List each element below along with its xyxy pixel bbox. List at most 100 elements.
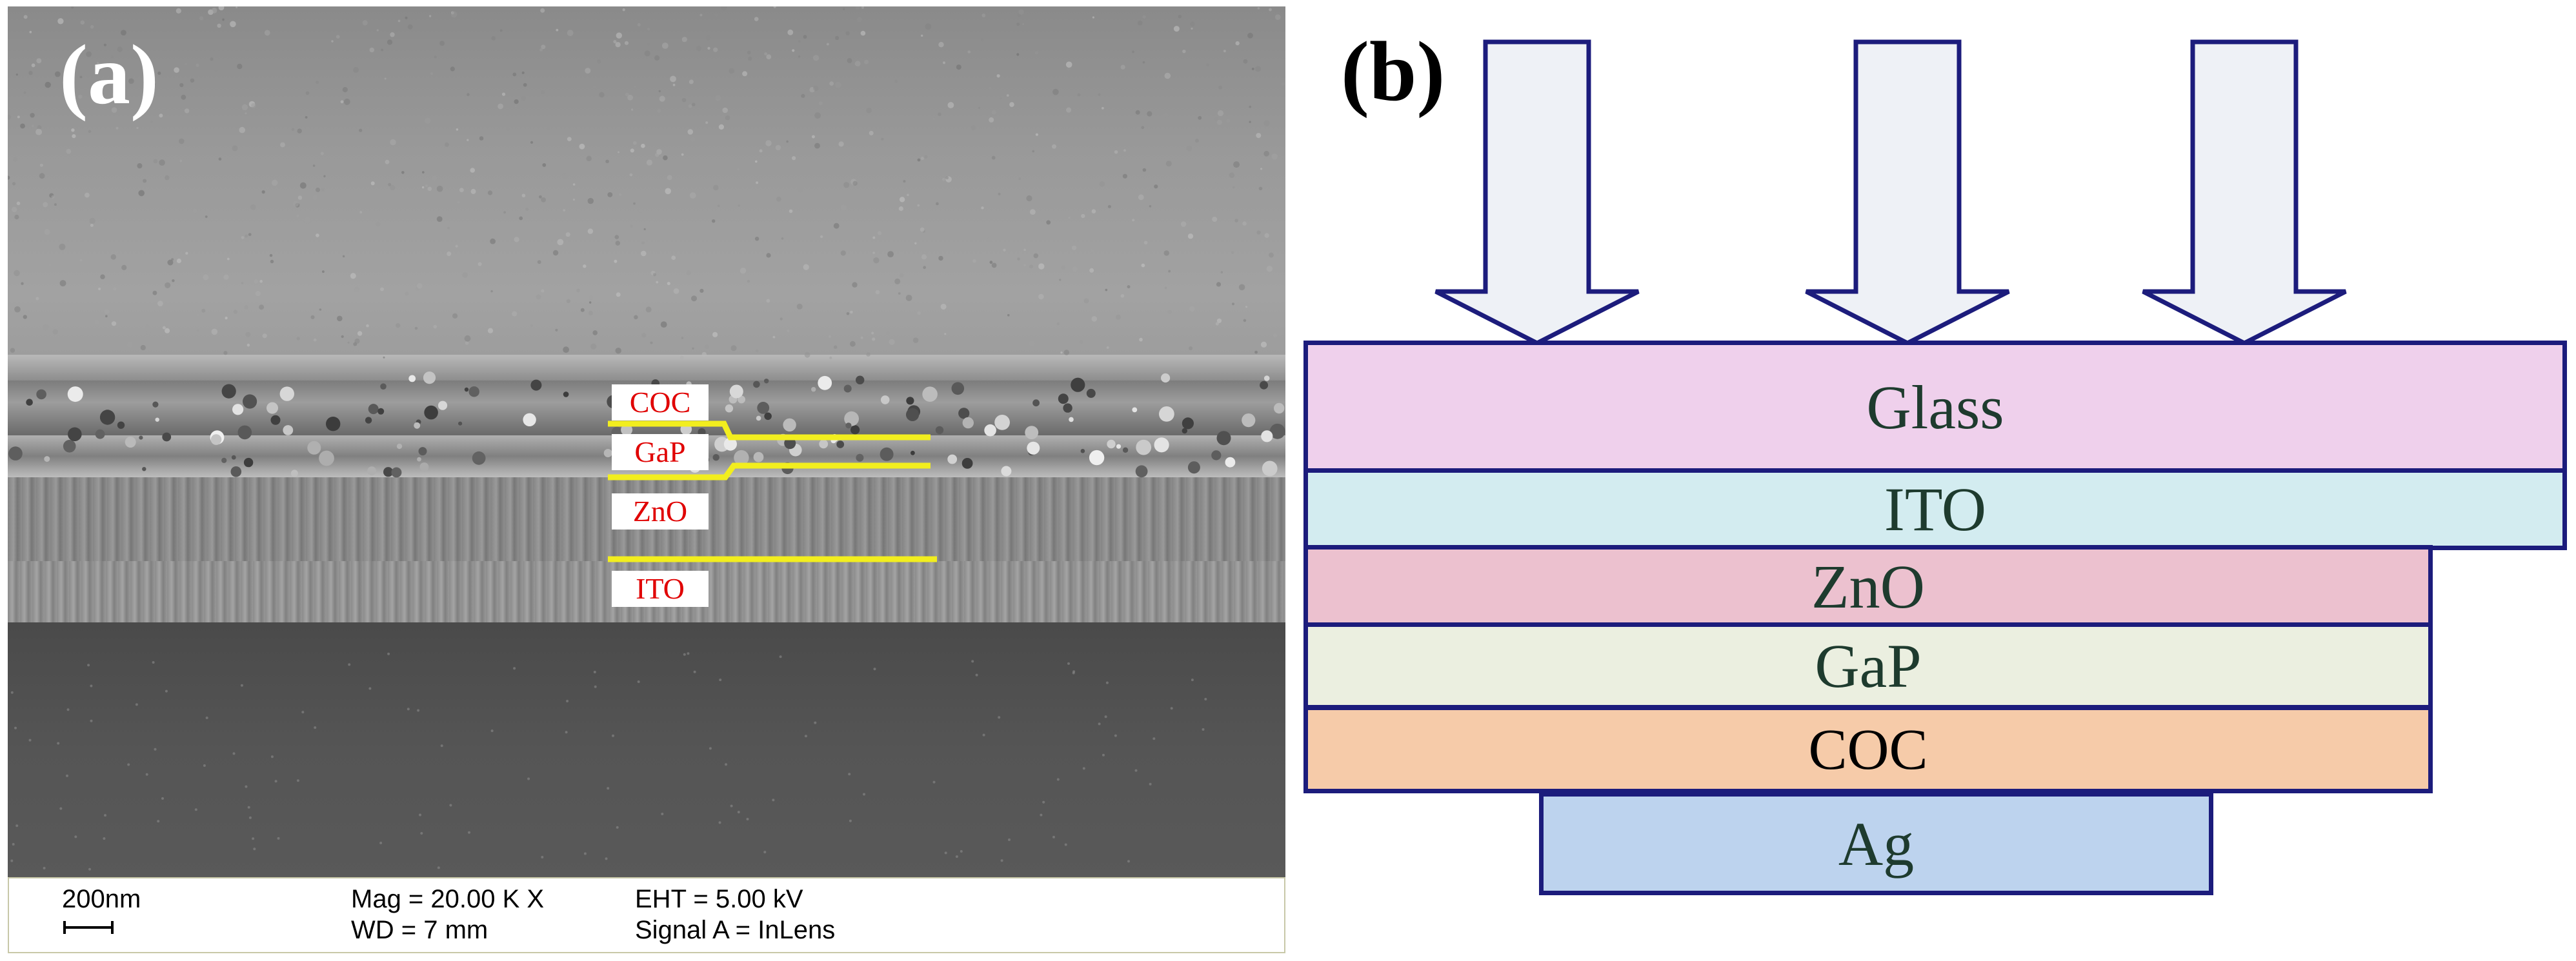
sem-grain: [196, 329, 199, 332]
sem-substrate-dot: [449, 804, 452, 807]
sem-grain: [656, 281, 659, 284]
sem-grain: [1173, 26, 1180, 32]
sem-particle: [757, 402, 770, 414]
sem-grain: [153, 159, 158, 164]
sem-grain: [565, 232, 570, 237]
sem-grain: [506, 127, 510, 131]
sem-grain: [936, 202, 939, 206]
sem-substrate-dot: [253, 847, 256, 851]
sem-grain: [688, 104, 692, 108]
sem-grain: [643, 228, 646, 230]
sem-grain: [1138, 194, 1144, 201]
sem-grain: [354, 286, 359, 293]
sem-grain: [525, 207, 529, 211]
working-distance-readout: WD = 7 mm: [351, 916, 488, 944]
sem-grain: [811, 135, 815, 139]
sem-grain: [218, 157, 222, 161]
sem-grain: [30, 113, 35, 118]
sem-grain: [1038, 293, 1044, 300]
sem-grain: [436, 216, 443, 222]
sem-grain: [203, 274, 209, 281]
sem-grain: [899, 197, 905, 203]
sem-grain: [94, 319, 100, 325]
sem-particle: [139, 435, 143, 440]
sem-grain: [1229, 172, 1235, 178]
sem-grain: [869, 130, 874, 135]
sem-grain: [1132, 219, 1135, 222]
sem-grain: [917, 311, 921, 315]
sem-particle: [458, 421, 463, 426]
layer-boundary-lines: [608, 421, 937, 562]
sem-grain: [563, 346, 569, 353]
sem-grain: [641, 143, 645, 148]
sem-substrate-dot: [407, 708, 410, 711]
sem-grain: [1115, 314, 1121, 320]
sem-grain: [583, 264, 587, 268]
sem-grain: [222, 18, 225, 21]
sem-grain: [1141, 263, 1145, 268]
sem-texture: [8, 6, 1285, 871]
sem-grain: [85, 192, 90, 198]
sem-grain: [812, 85, 819, 92]
scale-bar: [63, 921, 114, 934]
sem-grain: [370, 181, 375, 186]
sem-grain: [1249, 105, 1252, 108]
sem-substrate-dot: [718, 821, 721, 824]
sem-grain: [1281, 82, 1285, 86]
sem-substrate-dot: [975, 673, 978, 677]
sem-grain: [165, 282, 171, 288]
sem-grain: [773, 6, 776, 8]
magnification-readout: Mag = 20.00 K X: [351, 885, 545, 913]
sem-grain: [414, 326, 418, 330]
sem-grain: [1009, 102, 1014, 107]
sem-substrate-dot: [1000, 859, 1003, 862]
sem-substrate-dot: [863, 793, 865, 796]
sem-grain: [1149, 205, 1152, 208]
sem-grain: [607, 192, 613, 197]
sem-particle: [243, 457, 254, 468]
sem-grain: [1251, 68, 1254, 70]
sem-grain: [171, 258, 174, 261]
sem-grain: [1263, 150, 1269, 157]
sem-grain: [434, 55, 437, 59]
sem-substrate-dot: [205, 717, 208, 719]
sem-grain: [981, 206, 984, 210]
sem-grain: [259, 304, 265, 310]
sem-grain: [1269, 8, 1272, 12]
sem-grain: [843, 182, 850, 188]
sem-grain: [1257, 7, 1260, 10]
sem-substrate-dot: [998, 716, 1001, 719]
sem-grain: [14, 214, 19, 220]
sem-grain: [521, 193, 526, 198]
sem-grain: [1249, 121, 1251, 123]
sem-grain: [899, 273, 904, 277]
sem-particle: [99, 410, 116, 425]
sem-particle: [1242, 413, 1256, 428]
sem-particle: [1225, 457, 1236, 468]
sem-grain: [210, 57, 214, 61]
sem-grain: [384, 77, 387, 80]
sem-grain: [264, 30, 270, 36]
sem-grain: [1212, 217, 1218, 222]
sem-particle: [237, 425, 252, 440]
sem-grain: [1163, 112, 1169, 118]
sem-grain: [981, 14, 986, 17]
sem-grain: [991, 110, 996, 115]
sem-grain: [247, 343, 250, 347]
sem-grain: [580, 308, 585, 312]
sem-particle: [414, 422, 421, 429]
sem-particle: [753, 381, 760, 388]
sem-grain: [491, 36, 496, 41]
sem-grain: [184, 108, 190, 114]
sem-panel: COC GaP ZnO ITO (a) 200nm Mag = 20.00 K …: [8, 6, 1285, 955]
sem-grain: [390, 139, 396, 146]
sem-grain: [721, 6, 727, 11]
sem-grain: [1142, 168, 1147, 172]
sem-grain: [713, 184, 719, 191]
sem-grain: [999, 97, 1002, 100]
sem-grain: [245, 332, 251, 337]
sem-grain: [350, 273, 356, 279]
sem-grain: [924, 155, 928, 159]
sem-substrate-dot: [848, 773, 851, 776]
sem-grain: [425, 117, 431, 124]
